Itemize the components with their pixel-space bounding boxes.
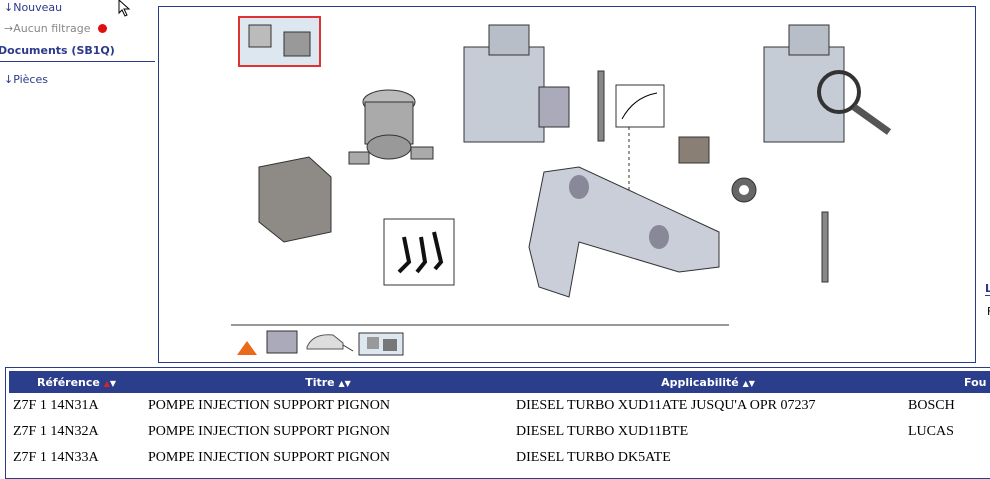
filter-label: →Aucun filtrage — [4, 22, 91, 35]
thumbnail-car-schematic[interactable] — [303, 325, 355, 359]
parts-table: Référence ▲▼ Titre ▲▼ Applicabilité ▲▼ F… — [9, 371, 990, 471]
status-red-dot-icon — [98, 24, 108, 33]
parts-diagram[interactable] — [158, 6, 976, 363]
cell-applicability: DIESEL TURBO XUD11BTE — [516, 424, 689, 439]
cell-reference: Z7F 1 14N32A — [13, 424, 99, 439]
mouse-cursor-icon — [118, 0, 131, 17]
parts-table-container: Référence ▲▼ Titre ▲▼ Applicabilité ▲▼ F… — [5, 367, 990, 479]
glow-plug-part-2 — [821, 211, 829, 283]
sensor-part — [678, 136, 757, 203]
table-header-row: Référence ▲▼ Titre ▲▼ Applicabilité ▲▼ F… — [9, 371, 990, 393]
thumbnail-ecu[interactable] — [357, 325, 405, 359]
column-header-reference[interactable]: Référence ▲▼ — [9, 371, 144, 393]
nav-new[interactable]: ↓Nouveau — [4, 1, 63, 14]
pedal-icon — [383, 218, 455, 286]
ecu-part — [258, 156, 332, 243]
pump-inspection-part — [763, 24, 892, 143]
glow-plug-part — [597, 70, 605, 142]
table-row[interactable]: Z7F 1 14N31A POMPE INJECTION SUPPORT PIGN… — [9, 393, 990, 419]
right-panel-text: F — [987, 305, 990, 318]
thumbnail-engine[interactable] — [263, 325, 303, 359]
previous-triangle-icon[interactable] — [237, 341, 257, 355]
cell-title: POMPE INJECTION SUPPORT PIGNON — [148, 398, 390, 413]
cell-supplier — [904, 445, 990, 471]
cell-supplier: BOSCH — [908, 398, 955, 413]
thumbnail-selected — [238, 16, 321, 67]
section-title: Documents (SB1Q) — [0, 44, 115, 57]
bracket-part — [528, 166, 720, 298]
injection-pump-part — [463, 24, 570, 143]
cell-applicability: DIESEL TURBO XUD11ATE JUSQU'A OPR 07237 — [516, 398, 816, 413]
sort-arrows-icon[interactable]: ▲▼ — [338, 378, 351, 388]
sort-arrows-icon[interactable]: ▲▼ — [742, 378, 755, 388]
gauge-icon — [615, 84, 665, 222]
cell-title: POMPE INJECTION SUPPORT PIGNON — [148, 424, 390, 439]
nav-parts[interactable]: ↓Pièces — [4, 73, 48, 86]
exploded-view-illustration — [231, 16, 892, 326]
cell-applicability: DIESEL TURBO DK5ATE — [516, 450, 671, 465]
cell-reference: Z7F 1 14N33A — [13, 450, 99, 465]
sort-arrows-icon[interactable]: ▲▼ — [103, 378, 117, 388]
column-header-supplier[interactable]: Fou — [904, 371, 990, 393]
right-panel-heading: L — [985, 282, 990, 296]
column-header-applicability[interactable]: Applicabilité ▲▼ — [512, 371, 904, 393]
cell-title: POMPE INJECTION SUPPORT PIGNON — [148, 450, 390, 465]
divider — [0, 61, 155, 62]
table-row[interactable]: Z7F 1 14N32A POMPE INJECTION SUPPORT PIGN… — [9, 419, 990, 445]
nav-filter[interactable]: →Aucun filtrage — [4, 22, 108, 35]
cell-supplier: LUCAS — [908, 424, 954, 439]
table-row[interactable]: Z7F 1 14N33A POMPE INJECTION SUPPORT PIGN… — [9, 445, 990, 471]
filter-part — [348, 89, 434, 165]
cell-reference: Z7F 1 14N31A — [13, 398, 99, 413]
column-header-title[interactable]: Titre ▲▼ — [144, 371, 512, 393]
